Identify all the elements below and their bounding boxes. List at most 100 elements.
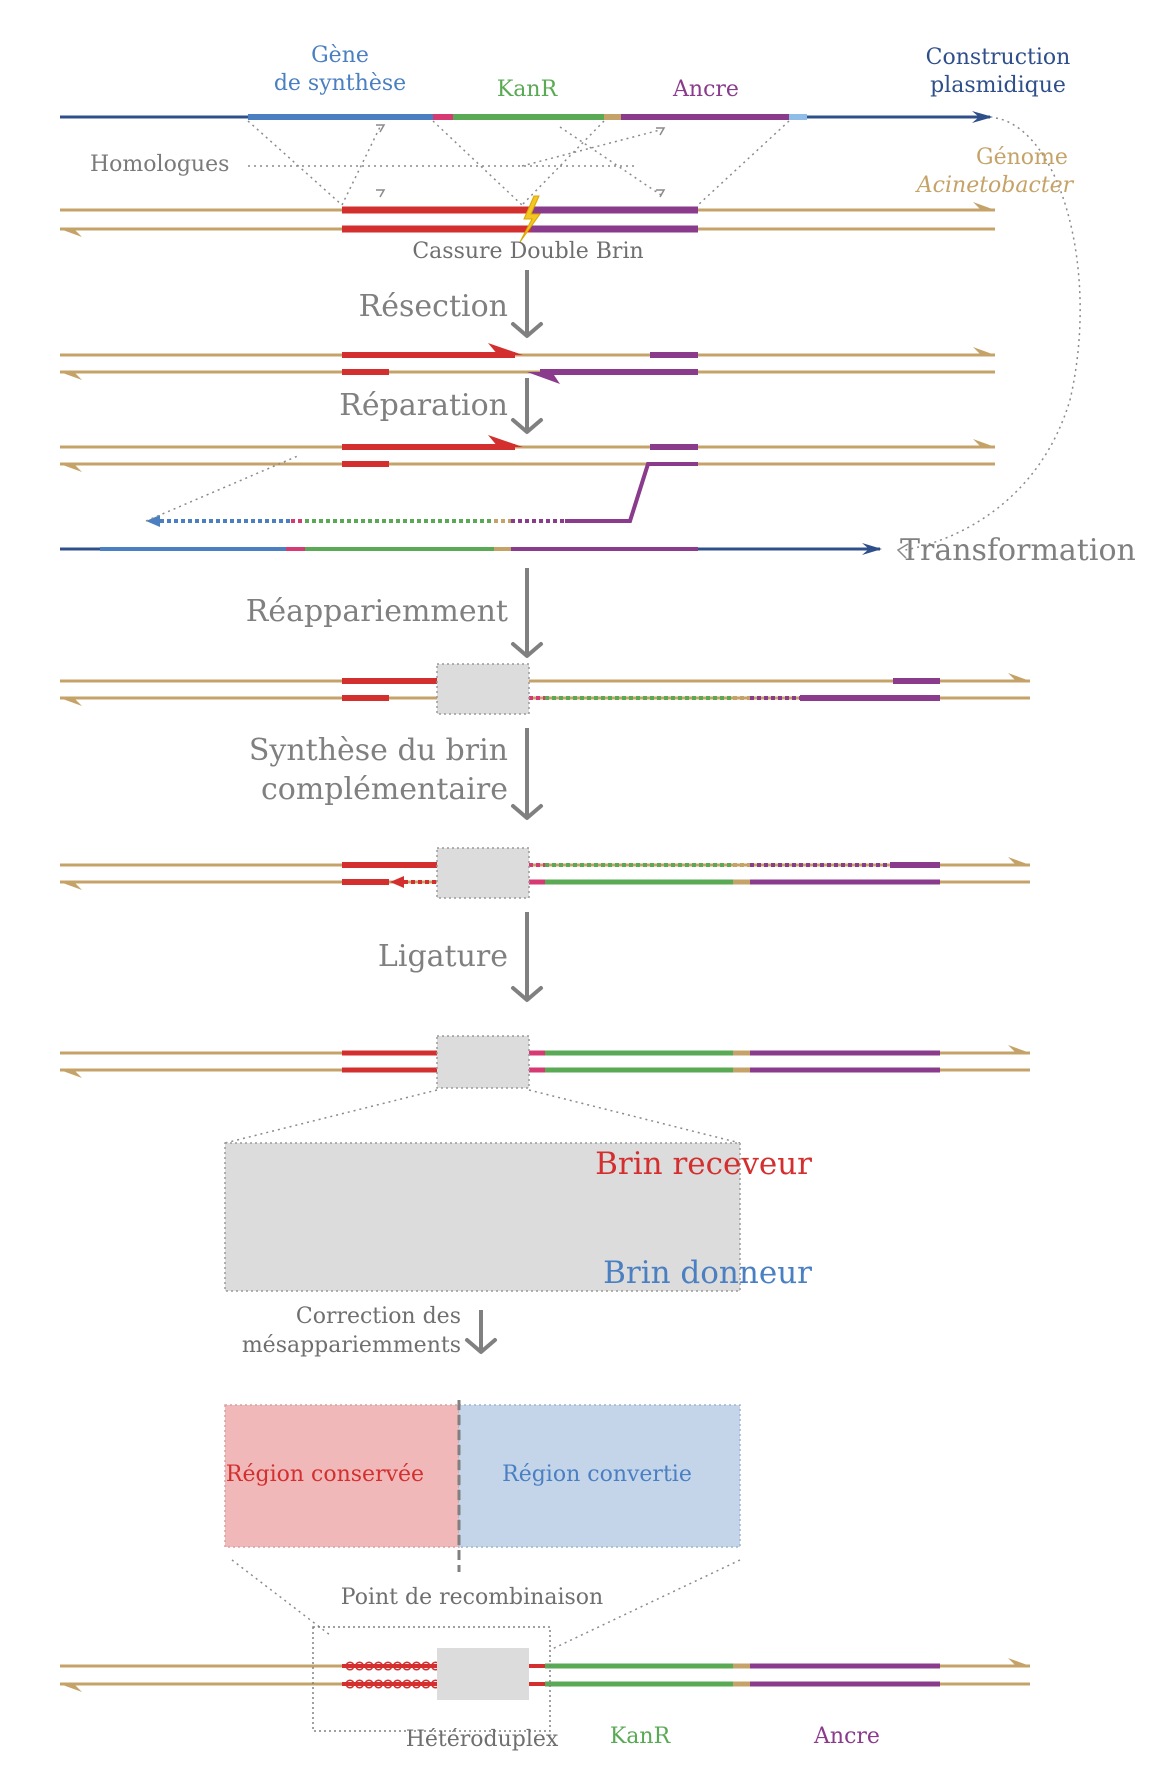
label-conserved-region: Région conservée — [226, 1462, 424, 1487]
heteroduplex-box-row5 — [436, 663, 530, 715]
step-ligation: Ligature — [378, 939, 508, 974]
zoom2-line-left — [231, 1559, 331, 1636]
label-anchor-bottom: Ancre — [813, 1724, 880, 1749]
final-bottom-base — [421, 1679, 431, 1689]
label-donor-strand: Brin donneur — [603, 1255, 812, 1291]
genome-row5-arrow-right — [1008, 673, 1030, 681]
label-recombination-point: Point de recombinaison — [341, 1585, 603, 1610]
red-new-arrowhead-row6 — [390, 876, 404, 888]
converted-region-box — [458, 1404, 741, 1548]
zoom-line-right — [528, 1089, 741, 1144]
homology-line-1 — [247, 120, 343, 206]
genome-row2-arrow-right — [973, 202, 995, 210]
arrow-repair-head — [511, 418, 543, 434]
step-resection: Résection — [359, 289, 508, 324]
red-arrowhead-row4 — [488, 435, 523, 447]
small-hook — [656, 127, 666, 136]
final-top-base — [411, 1661, 422, 1671]
lightning-icon — [519, 195, 541, 243]
label-genome-1: Génome — [976, 145, 1068, 170]
genome-row3-arrow-right — [973, 347, 995, 355]
heteroduplex-outline — [312, 1626, 551, 1732]
homology-line-2 — [432, 120, 523, 206]
genome-final-arrow-right — [1008, 1658, 1030, 1666]
small-hook — [376, 189, 386, 198]
label-converted-region: Région convertie — [502, 1462, 692, 1487]
heteroduplex-box-bottom — [437, 1648, 529, 1700]
heteroduplex-box-row6 — [436, 847, 530, 899]
genome-row6-arrow-right — [1008, 857, 1030, 865]
label-kanr-bottom: KanR — [610, 1724, 672, 1749]
final-bottom-base — [411, 1679, 422, 1689]
label-plasmid-2: plasmidique — [930, 73, 1066, 98]
purple-overhang-arrowhead — [527, 372, 560, 384]
label-dsb: Cassure Double Brin — [412, 239, 643, 264]
final-top-base — [421, 1661, 431, 1671]
genome-row7-arrow-left — [60, 1070, 82, 1078]
final-bottom-base — [373, 1679, 384, 1689]
donor-ss-connector — [145, 454, 301, 522]
step-reannealing: Réappariemment — [246, 594, 508, 629]
small-hook — [656, 189, 666, 198]
label-kanr-top: KanR — [497, 77, 559, 102]
genome-row4-arrow-right — [973, 439, 995, 447]
final-bottom-base — [364, 1679, 374, 1689]
label-anchor-top: Ancre — [672, 77, 739, 102]
label-transformation: Transformation — [900, 533, 1136, 568]
final-top-base — [373, 1661, 384, 1671]
final-top-base — [383, 1661, 393, 1671]
final-bottom-base — [402, 1679, 412, 1689]
label-synthesis-gene-2: de synthèse — [274, 71, 406, 96]
genome-row3-arrow-left — [60, 372, 82, 380]
genome-row6-arrow-left — [60, 882, 82, 890]
purple-strand-invading — [565, 462, 698, 523]
heteroduplex-box-row7 — [436, 1035, 530, 1089]
arrow-resection-head — [511, 322, 543, 338]
homology-line-3 — [521, 120, 605, 206]
label-heteroduplex: Hétéroduplex — [406, 1727, 559, 1752]
conserved-region-box — [224, 1404, 460, 1548]
zoom-line-left — [224, 1089, 438, 1144]
step-repair: Réparation — [339, 388, 508, 423]
arrow-synthesis-head — [511, 804, 543, 820]
genome-row5-arrow-left — [60, 698, 82, 706]
red-overhang-arrowhead — [488, 343, 523, 355]
genome-row4-arrow-left — [60, 464, 82, 472]
annotations — [145, 117, 1081, 1732]
genome-final-arrow-left — [60, 1684, 82, 1692]
label-homologues: Homologues — [90, 152, 229, 177]
arrow-mismatch-head — [465, 1338, 497, 1354]
plasmid-linear-arrowhead — [862, 543, 882, 555]
genome-row2-arrow-left — [60, 229, 82, 237]
homology-cross-1 — [341, 126, 381, 206]
zoom-box-heteroduplex — [224, 1142, 741, 1292]
arrow-reannealing-head — [511, 642, 543, 658]
final-top-base — [354, 1661, 365, 1671]
final-bottom-base — [345, 1679, 355, 1689]
donor-ss-arrowhead — [146, 515, 160, 527]
final-bottom-base — [354, 1679, 365, 1689]
final-top-base — [364, 1661, 374, 1671]
final-top-base — [345, 1661, 355, 1671]
label-synthesis-gene-1: Gène — [311, 43, 369, 68]
label-recipient-strand: Brin receveur — [595, 1146, 812, 1182]
final-bottom-base — [392, 1679, 403, 1689]
zoom2-line-right — [549, 1559, 741, 1651]
step-synthesis-1: Synthèse du brin — [249, 733, 508, 768]
plasmid-arrowhead — [972, 111, 993, 123]
homology-cross-2 — [559, 126, 662, 196]
label-mismatch-1: Correction des — [296, 1304, 461, 1329]
step-synthesis-2: complémentaire — [261, 772, 508, 807]
curve-hook — [896, 543, 909, 559]
genome-row7-arrow-right — [1008, 1045, 1030, 1053]
transformation-curve — [904, 117, 1081, 551]
homology-line-4 — [697, 120, 790, 206]
final-bottom-base — [383, 1679, 393, 1689]
label-plasmid-1: Construction — [926, 45, 1071, 70]
arrow-ligation-head — [511, 986, 543, 1002]
final-top-base — [402, 1661, 412, 1671]
final-top-base — [392, 1661, 403, 1671]
label-genome-2: Acinetobacter — [915, 173, 1075, 198]
small-hook — [376, 124, 386, 133]
